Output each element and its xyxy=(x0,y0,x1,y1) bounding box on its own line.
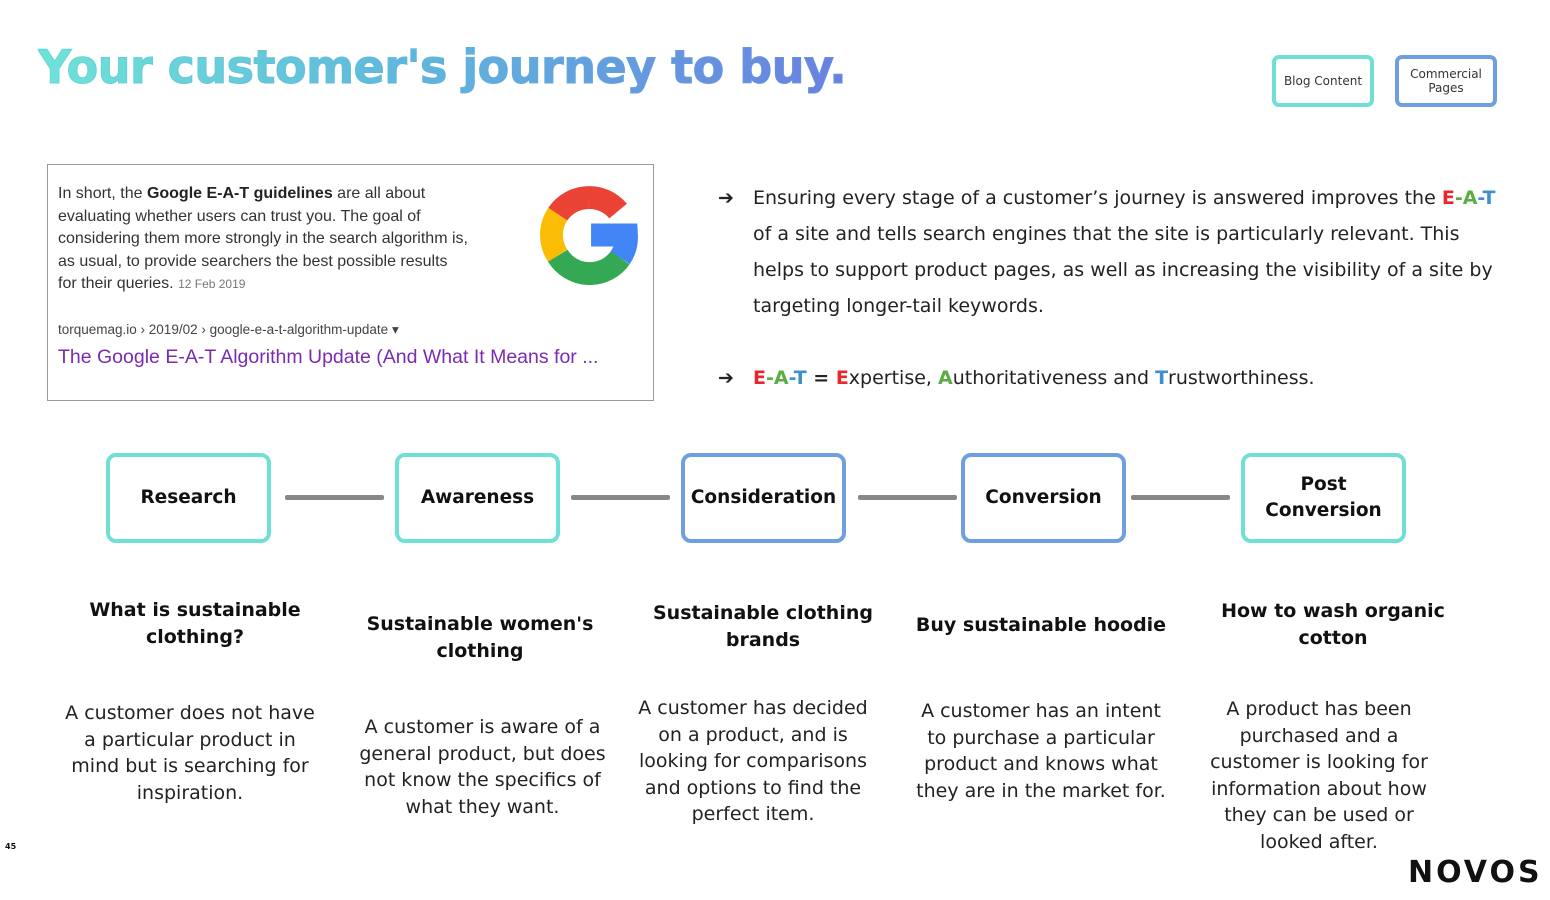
stage-connector xyxy=(571,495,670,500)
snippet-text: In short, the Google E-A-T guidelines ar… xyxy=(58,185,468,292)
arrow-icon: ➔ xyxy=(718,187,734,209)
stage-keyword: Buy sustainable hoodie xyxy=(915,614,1167,636)
snippet-url[interactable]: torquemag.io › 2019/02 › google-e-a-t-al… xyxy=(58,322,399,337)
slide-title: Your customer's journey to buy. xyxy=(37,40,847,95)
legend-blog-content: Blog Content xyxy=(1272,55,1374,107)
stage-description: A customer has an intent to purchase a p… xyxy=(916,700,1166,802)
bullet-eat-definition: ➔ E-A-T = Expertise, Authoritativeness a… xyxy=(718,360,1508,396)
google-search-snippet: In short, the Google E-A-T guidelines ar… xyxy=(47,164,654,401)
stage-description: A customer is aware of a general product… xyxy=(359,716,606,818)
google-logo-icon xyxy=(540,186,638,286)
stage-research: Research xyxy=(106,453,271,543)
stage-connector xyxy=(858,495,957,500)
novos-logo: NOVOS xyxy=(1408,855,1543,890)
snippet-result-link[interactable]: The Google E-A-T Algorithm Update (And W… xyxy=(58,346,599,368)
stage-keyword: Sustainable women's clothing xyxy=(366,613,594,662)
stage-awareness: Awareness xyxy=(395,453,560,543)
stage-keyword: How to wash organic cotton xyxy=(1221,600,1445,649)
page-number: 45 xyxy=(5,842,17,851)
stage-post-conversion: Post Conversion xyxy=(1241,453,1406,543)
stage-conversion: Conversion xyxy=(961,453,1126,543)
stage-description: A customer does not have a particular pr… xyxy=(65,702,315,804)
snippet-date: 12 Feb 2019 xyxy=(178,277,246,291)
legend-commercial-pages: Commercial Pages xyxy=(1395,55,1497,107)
arrow-icon: ➔ xyxy=(718,367,734,389)
stage-keyword: Sustainable clothing brands xyxy=(653,602,873,651)
stage-connector xyxy=(1131,495,1230,500)
stage-keyword: What is sustainable clothing? xyxy=(89,599,301,648)
bullet-eat-importance: ➔ Ensuring every stage of a customer’s j… xyxy=(718,180,1508,324)
stage-description: A customer has decided on a product, and… xyxy=(638,697,868,825)
stage-connector xyxy=(285,495,384,500)
stage-description: A product has been purchased and a custo… xyxy=(1210,698,1428,853)
stage-consideration: Consideration xyxy=(681,453,846,543)
